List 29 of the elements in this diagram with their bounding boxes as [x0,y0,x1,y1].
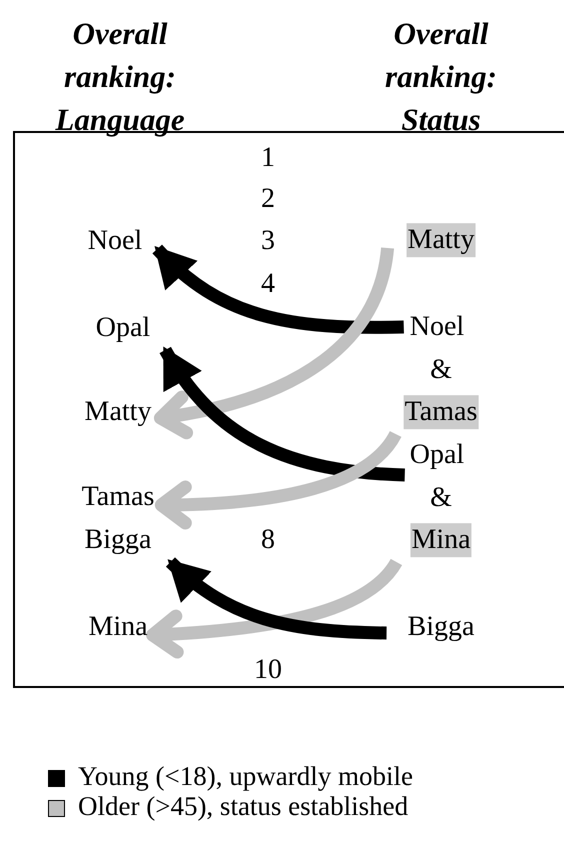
curved-arrow [152,244,404,334]
rank-number: 4 [260,267,276,301]
curved-arrow [146,558,402,658]
ampersand-text: & [429,481,453,515]
name-text: Noel [86,224,144,258]
highlighted-name: Mina [410,523,472,557]
column-heading: Overall ranking: Status [384,15,498,139]
rank-number: 8 [260,523,276,557]
name-text: Bigga [406,610,476,644]
name-text: Tamas [80,480,156,514]
rank-number: 10 [253,653,283,687]
name-text: Noel [408,310,466,344]
name-text: Opal [408,438,466,472]
curved-arrow [160,346,406,482]
rank-number: 1 [260,141,276,175]
name-text: Matty [84,395,152,429]
column-heading: Overall ranking: Language [54,15,186,139]
curved-arrow [166,557,387,640]
highlighted-name: Matty [406,223,476,257]
curved-arrow [154,247,394,438]
highlighted-name: Tamas [404,395,478,429]
ampersand-text: & [429,353,453,387]
name-text: Mina [87,610,149,644]
rank-number: 3 [260,224,276,258]
rank-number: 2 [260,182,276,216]
legend-text: Older (>45), status established [78,791,408,822]
name-text: Bigga [84,523,152,557]
legend-text: Young (<18), upwardly mobile [78,761,413,792]
name-text: Opal [94,311,152,345]
